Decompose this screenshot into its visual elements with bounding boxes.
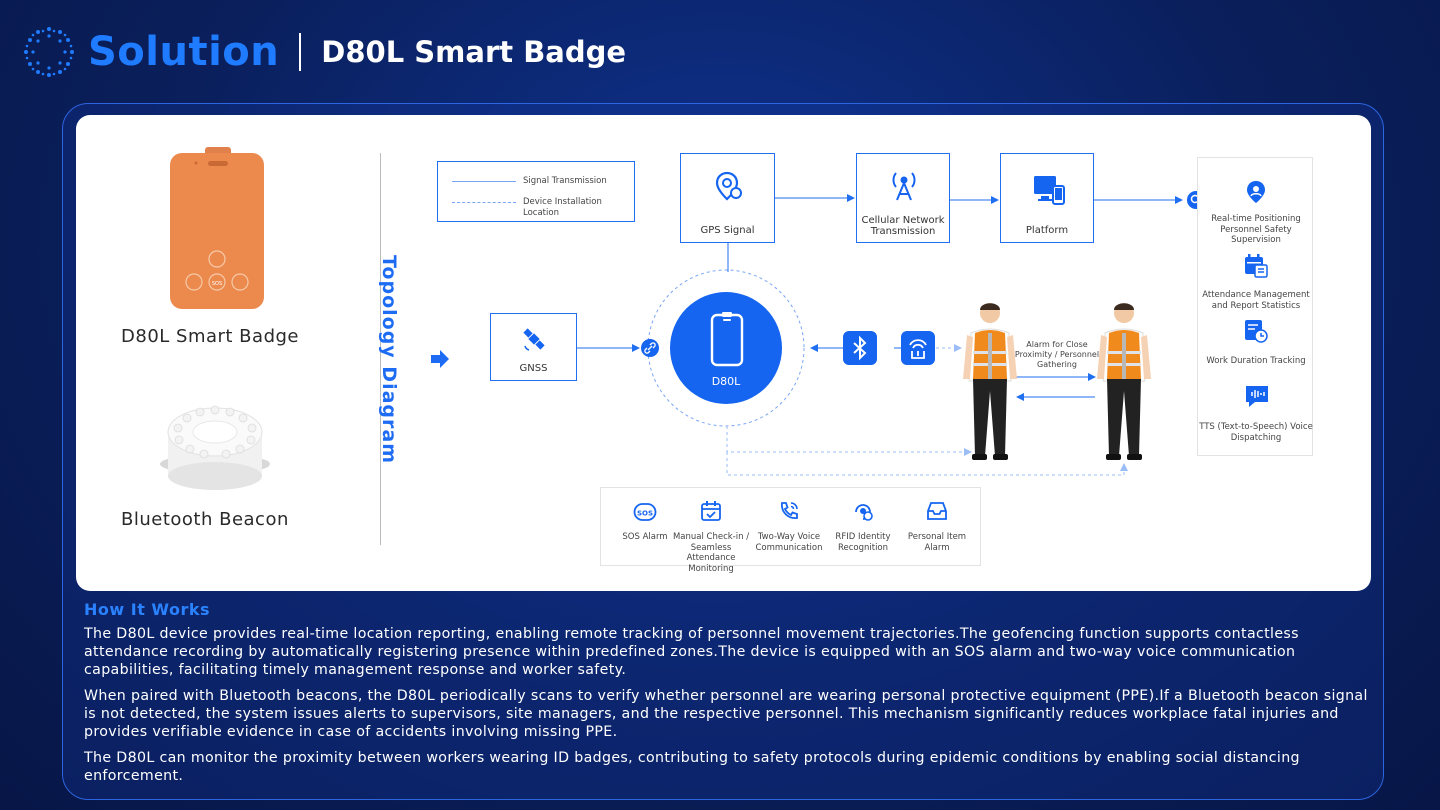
beacon-label: Bluetooth Beacon (121, 509, 289, 530)
svg-text:SOS: SOS (637, 510, 653, 518)
voice-message-icon (1243, 383, 1271, 413)
gnss-label: GNSS (519, 363, 548, 374)
sos-icon: SOS (633, 502, 657, 526)
logo-icon (22, 25, 76, 79)
worker-figure-left (963, 301, 1017, 463)
page-title: D80L Smart Badge (321, 35, 627, 69)
platform-features-panel: Real-time Positioning Personnel Safety S… (1197, 157, 1313, 456)
how-it-works-title: How It Works (84, 600, 211, 619)
svg-text:SOS: SOS (212, 281, 222, 287)
arrow-right-icon (429, 348, 451, 374)
inbox-icon (926, 501, 948, 525)
location-pin-icon (714, 170, 744, 205)
feature-checkin: Manual Check-in / Seamless Attendance Mo… (672, 532, 750, 574)
connection-lines (577, 194, 1183, 476)
platform-box: Platform (1000, 153, 1094, 243)
diagram-card: SOS D80L Smart Badge Bluetooth Beacon To… (76, 115, 1371, 591)
feature-tts: TTS (Text-to-Speech) Voice Dispatching (1199, 422, 1313, 443)
calendar-icon (1243, 253, 1269, 283)
clock-document-icon (1243, 318, 1269, 348)
topology-title: Topology Diagram (378, 255, 400, 465)
gnss-box: GNSS (490, 313, 577, 381)
platform-label: Platform (1025, 225, 1069, 236)
cellular-label: Cellular Network Transmission (861, 215, 945, 237)
alarm-note: Alarm for Close Proximity / Personnel Ga… (1014, 340, 1100, 369)
satellite-icon (521, 326, 547, 355)
title-divider (299, 33, 302, 71)
paragraph-2: When paired with Bluetooth beacons, the … (84, 688, 1368, 740)
legend-solid-line (452, 181, 516, 182)
location-marker-icon (1243, 179, 1269, 209)
checkin-calendar-icon (700, 500, 722, 526)
link-icon (641, 339, 659, 357)
cell-tower-icon (891, 170, 917, 205)
device-label: D80L (711, 375, 741, 388)
computer-icon (1032, 174, 1066, 209)
d80l-device-node: D80L (670, 292, 782, 404)
feature-voice: Two-Way Voice Communication (755, 532, 823, 553)
feature-attendance: Attendance Management and Report Statist… (1202, 290, 1310, 311)
badge-device-icon (710, 311, 744, 373)
divider-line (380, 153, 381, 545)
feature-positioning: Real-time Positioning Personnel Safety S… (1211, 214, 1301, 246)
feature-rfid: RFID Identity Recognition (835, 532, 891, 553)
beacon-image (154, 398, 276, 498)
legend-signal: Signal Transmission (523, 176, 607, 186)
worker-figure-right (1097, 301, 1151, 463)
feature-sos: SOS Alarm (622, 532, 668, 542)
legend-dashed-line (452, 202, 516, 203)
feature-personal-item: Personal Item Alarm (907, 532, 967, 553)
header: Solution D80L Smart Badge (22, 24, 626, 80)
gps-label: GPS Signal (700, 225, 755, 236)
phone-call-icon (778, 500, 800, 526)
section-title: Solution (88, 29, 280, 75)
badge-label: D80L Smart Badge (121, 326, 299, 347)
rfid-identity-icon (852, 500, 874, 526)
legend: Signal Transmission Device Installation … (437, 161, 635, 222)
paragraph-3: The D80L can monitor the proximity betwe… (84, 750, 1300, 784)
rfid-icon (901, 331, 935, 365)
legend-install: Device Installation Location (523, 197, 602, 218)
bluetooth-icon (843, 331, 877, 365)
device-features-panel: SOS SOS Alarm Manual Check-in / Seamless… (600, 487, 981, 574)
gps-signal-box: GPS Signal (680, 153, 775, 243)
cellular-box: Cellular Network Transmission (856, 153, 950, 243)
feature-duration: Work Duration Tracking (1206, 356, 1306, 366)
paragraph-1: The D80L device provides real-time locat… (84, 626, 1299, 678)
badge-image: SOS (168, 147, 266, 311)
